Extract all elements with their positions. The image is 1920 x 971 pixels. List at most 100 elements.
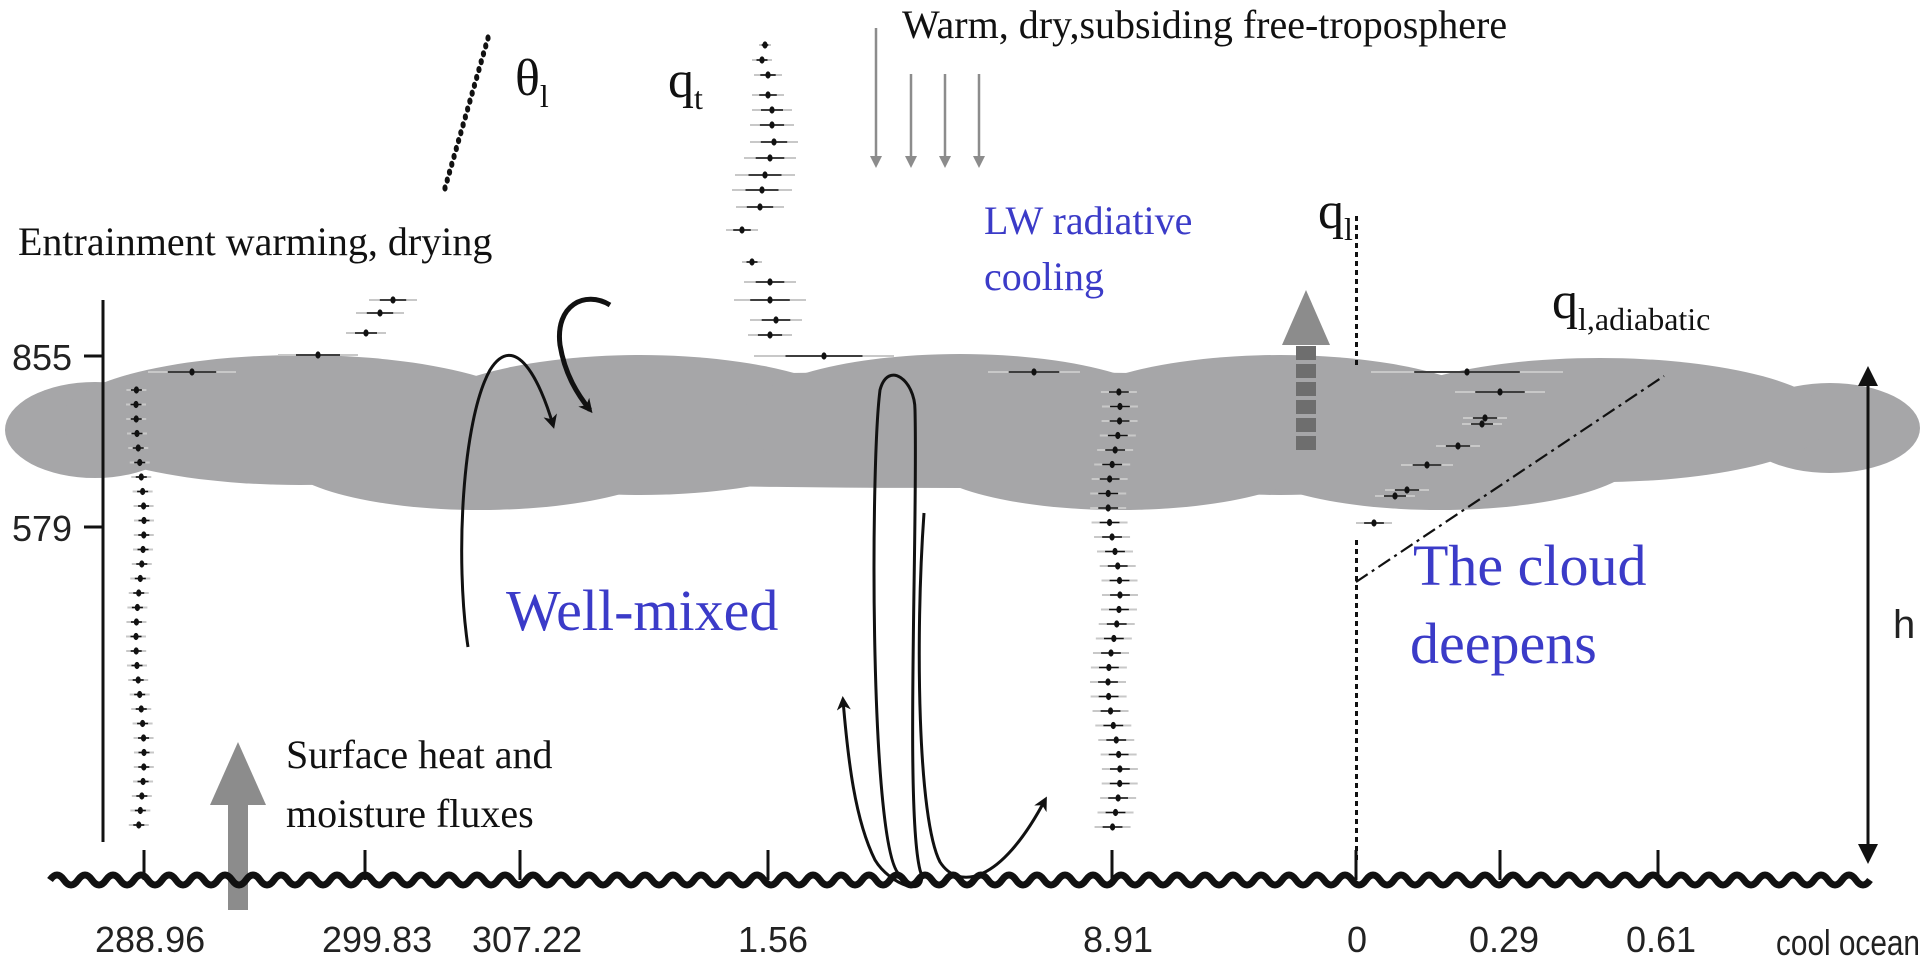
ql-dot [1355,225,1358,230]
ql-dot [1355,684,1358,689]
ql-dot [1355,603,1358,608]
qt-point [1115,794,1121,802]
ql-dot [1355,657,1358,662]
theta-l-point [141,531,147,539]
qt-point [765,91,771,99]
qt-point [1105,489,1111,498]
x-axis-ticks [142,850,1660,880]
ql-dot [1355,612,1358,617]
qt-point [1115,562,1121,570]
qt-point [1112,808,1119,817]
ql-dot [1355,621,1358,626]
ql-dot [1355,585,1358,590]
qt-point [1116,388,1122,396]
qt-point [1116,576,1123,585]
ql-dot [1355,576,1358,581]
theta-l-point [140,734,147,742]
surface-flux-label-line2: moisture fluxes [286,791,534,836]
qt-point [1111,634,1117,643]
ql-dot [1355,252,1358,257]
lw-cooling-label-line2: cooling [984,254,1104,299]
theta-l-point [363,329,369,337]
qt-point [769,121,775,129]
ql-dot [1355,711,1358,716]
ql-dot [1355,567,1358,572]
cloud-deepens-line1: The cloud [1413,533,1647,598]
ql-point [1371,519,1377,527]
circulation-arrows [836,373,1047,889]
theta-l-point [390,296,396,304]
qt-point [1106,692,1112,701]
theta-l-point [141,516,147,525]
height-label: h [1893,603,1915,647]
qt-point [1116,750,1122,759]
theta-l-point [141,763,147,771]
qt-point [1116,417,1123,425]
theta-l-point [141,748,147,757]
ql-point [1482,414,1488,422]
theta-l-point [467,97,473,105]
x-tick-label: 288.96 [95,919,205,960]
qt-label: qt [668,52,703,116]
ql-label: ql [1318,183,1353,247]
ql-dot [1355,702,1358,707]
qt-point [1117,591,1123,599]
ql-dot [1355,666,1358,671]
qt-point [762,171,768,179]
ql-dot [1355,234,1358,239]
qt-point [1107,707,1114,715]
qt-point [767,154,773,162]
ql-dot [1355,720,1358,725]
height-bracket [1858,366,1878,864]
ql-dot [1355,675,1358,680]
ql-dot [1355,306,1358,311]
theta-l-point [458,129,464,137]
ql-dot [1355,540,1358,545]
cloud-deepens-line2: deepens [1410,611,1597,676]
ql-dot [1355,810,1358,815]
ql-dot [1355,828,1358,833]
theta-l-point [136,589,142,597]
free-troposphere-label: Warm, dry,subsiding free-troposphere [902,2,1507,47]
qt-point [757,203,763,211]
cloud-layer [5,354,1920,510]
theta-l-point [377,309,383,317]
theta-l-point [139,560,145,568]
ql-dot [1355,729,1358,734]
theta-l-point [474,73,480,82]
qt-point [1109,533,1115,541]
qt-point [739,226,745,234]
theta-l-point [136,821,142,829]
ql-dot [1355,630,1358,635]
theta-l-point [135,676,141,684]
qt-point [1031,368,1037,376]
ql-point [1424,461,1430,469]
theta-l-point [442,184,448,192]
theta-l-point [137,574,143,583]
qt-point [767,331,773,339]
lw-cooling-arrow [1282,290,1330,450]
theta-l-point [133,632,139,641]
qt-point [1117,779,1123,788]
ql-dot [1355,819,1358,824]
ql-point [1479,420,1485,428]
x-tick-label: 0.29 [1469,919,1539,960]
theta-l-point [480,50,487,58]
qt-point [1107,475,1113,483]
ql-point [1464,368,1470,376]
theta-l-point [137,458,143,467]
qt-point [767,296,773,304]
y-tick-label: 855 [12,337,72,378]
ql-dot [1355,243,1358,248]
qt-point [1106,663,1112,672]
theta-l-point [462,113,468,121]
theta-l-point [135,444,141,452]
qt-point [1115,431,1121,440]
entrainment-arrows [460,296,612,648]
theta-l-label: θl [515,50,549,114]
ql-dot [1355,783,1358,788]
theta-l-point [449,160,455,168]
ql-dot [1355,846,1358,851]
